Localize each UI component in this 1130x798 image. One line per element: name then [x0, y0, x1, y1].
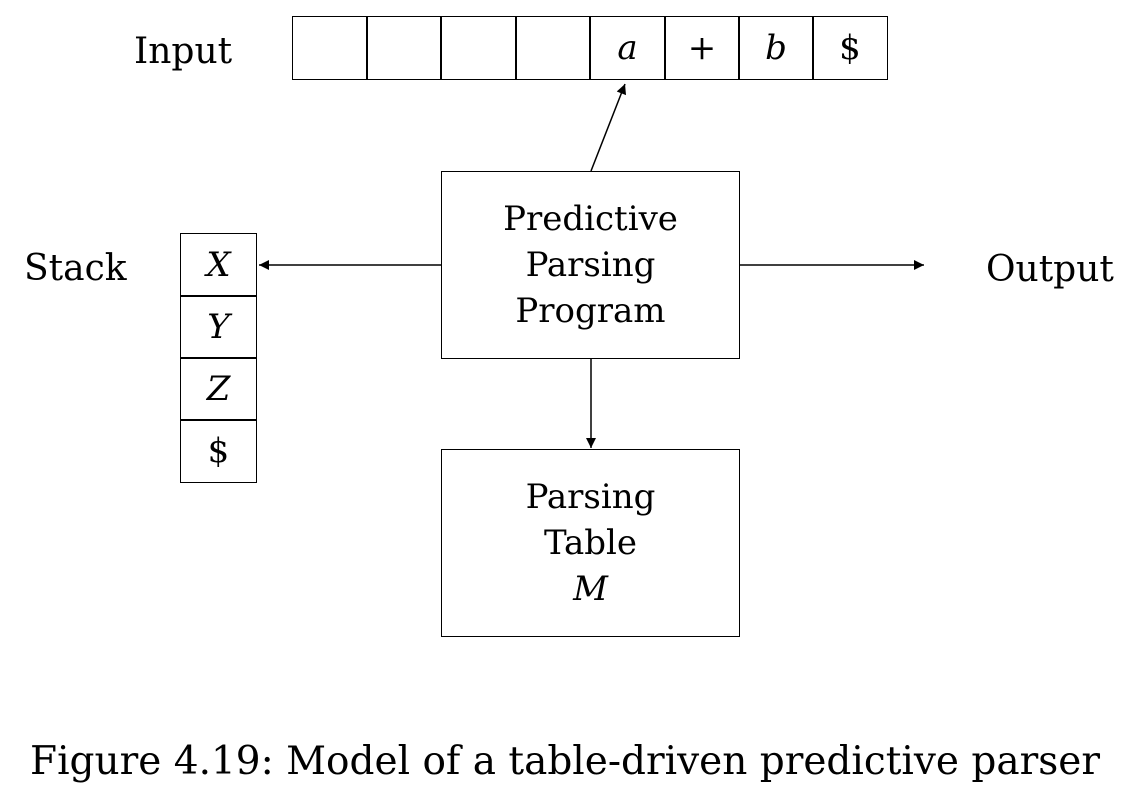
output-label: Output — [986, 249, 1114, 290]
input-cell — [366, 16, 442, 80]
stack-cell: Z — [180, 357, 257, 421]
table-line: Table — [543, 523, 638, 563]
table-line: Parsing — [525, 477, 656, 517]
input-cell — [292, 16, 368, 80]
input-cell-current: a — [589, 16, 666, 80]
input-pointer-arrow — [590, 83, 627, 172]
program-line: Parsing — [525, 245, 656, 285]
input-cell — [515, 16, 591, 80]
figure-caption: Figure 4.19: Model of a table-driven pre… — [30, 739, 1100, 784]
predictive-parsing-program-box: Predictive Parsing Program — [441, 171, 740, 359]
input-end-marker: $ — [812, 16, 888, 80]
input-label: Input — [134, 31, 233, 72]
stack-bottom-marker: $ — [180, 419, 257, 483]
parsing-table-box: Parsing Table M — [441, 449, 740, 637]
stack-label: Stack — [24, 248, 127, 289]
table-line: M — [573, 569, 608, 609]
program-line: Program — [515, 291, 666, 331]
input-cell: + — [664, 16, 740, 80]
program-line: Predictive — [503, 199, 678, 239]
input-cell — [440, 16, 517, 80]
stack-cell: Y — [180, 295, 257, 359]
input-cell: b — [738, 16, 814, 80]
stack-cell-top: X — [180, 233, 257, 297]
